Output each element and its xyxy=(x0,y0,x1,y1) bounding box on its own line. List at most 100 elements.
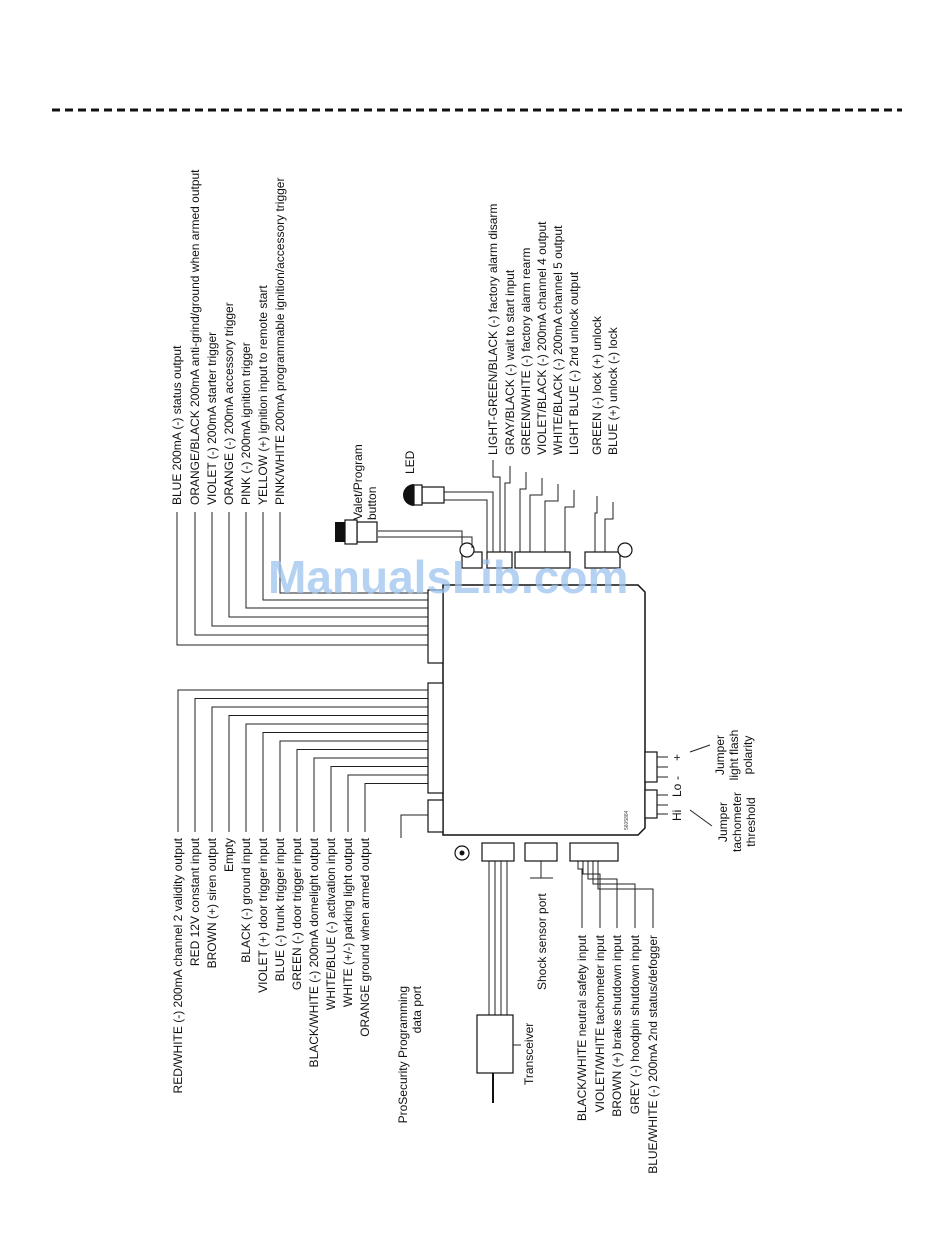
left-wire xyxy=(279,740,428,832)
top-left-wire-label: VIOLET (-) 200mA starter trigger xyxy=(205,332,219,505)
bottom-right-wire xyxy=(577,861,583,928)
left-wire xyxy=(347,774,428,832)
left-wire-label: RED/WHITE (-) 200mA channel 2 validity o… xyxy=(171,837,185,1093)
module-code: 5605884 xyxy=(624,810,630,830)
shock-sensor-label: Shock sensor port xyxy=(535,893,549,990)
top-right-wire xyxy=(604,502,614,552)
top-left-wire-label: ORANGE/BLACK 200mA anti-grind/ground whe… xyxy=(188,169,202,505)
top-connector-4 xyxy=(584,551,621,569)
mounting-hole xyxy=(459,850,465,856)
top-right-wire xyxy=(529,478,543,552)
top-left-wire xyxy=(262,512,428,601)
left-wire-label: VIOLET (+) door trigger input xyxy=(256,837,270,993)
transceiver-label: Transceiver xyxy=(522,1023,536,1085)
left-wire xyxy=(228,715,428,832)
valet-button-collar xyxy=(344,519,358,545)
left-wire xyxy=(330,766,428,832)
top-right-wire-label: LIGHT BLUE (-) 2nd unlock output xyxy=(567,271,581,455)
bottom-right-wire-label: VIOLET/WHITE tachometer input xyxy=(593,934,607,1112)
top-connector-2 xyxy=(486,551,513,569)
mounting-tab-top-right xyxy=(617,542,633,558)
bottom-right-wire-label: BLUE/WHITE (-) 200mA 2nd status/defogger xyxy=(646,935,660,1174)
left-wire-label: ORANGE ground when armed output xyxy=(358,837,372,1036)
bottom-right-connector xyxy=(569,842,619,862)
top-right-wire xyxy=(492,460,501,552)
led-housing xyxy=(421,486,445,504)
data-port-connector xyxy=(427,799,444,833)
top-right-wire-label: LIGHT-GREEN/BLACK (-) factory alarm disa… xyxy=(486,204,500,455)
prosecurity-label-line: ProSecurity Programming xyxy=(396,986,410,1123)
top-left-wire xyxy=(245,512,428,609)
bottom-right-wire-label: BROWN (+) brake shutdown input xyxy=(610,934,624,1116)
top-left-wire xyxy=(211,512,428,627)
left-wire-label: RED 12V constant input xyxy=(188,837,202,966)
top-right-wire xyxy=(544,484,559,552)
left-wire xyxy=(296,749,428,832)
left-wire-group: RED/WHITE (-) 200mA channel 2 validity o… xyxy=(171,689,428,1093)
top-right-wire-label: WHITE/BLACK (-) 200mA channel 5 output xyxy=(551,225,565,455)
left-wire xyxy=(245,723,428,832)
valet-button-body xyxy=(356,521,378,543)
top-right-wire-label: GREEN (-) lock (+) unlock xyxy=(590,315,604,455)
led-icon xyxy=(403,484,414,506)
top-right-wire xyxy=(504,466,511,552)
left-connector-middle xyxy=(427,682,444,794)
led-bezel xyxy=(413,484,423,506)
left-wire-label: BLACK/WHITE (-) 200mA domelight output xyxy=(307,837,321,1067)
top-right-wire-label: GRAY/BLACK (-) wait to start input xyxy=(503,269,517,455)
jumper-minus-mark: - xyxy=(670,776,684,780)
jumper-tach-label-line: threshold xyxy=(744,797,758,846)
top-left-wire xyxy=(176,512,428,646)
left-wire-label: BROWN (+) siren output xyxy=(205,837,219,968)
transceiver-box xyxy=(476,1014,514,1074)
left-wire-label: BLACK (-) ground input xyxy=(239,837,253,962)
top-left-wire-label: PINK/WHITE 200mA programmable ignition/a… xyxy=(273,178,287,505)
top-right-wire-label: VIOLET/BLACK (-) 200mA channel 4 output xyxy=(535,221,549,455)
top-left-wire xyxy=(194,512,428,636)
top-right-wire xyxy=(594,496,598,552)
left-wire xyxy=(262,732,428,832)
top-left-wire xyxy=(228,512,428,618)
bottom-right-wire-group: BLACK/WHITE neutral safety input VIOLET/W… xyxy=(575,861,660,1174)
left-wire-label: WHITE (+/-) parking light output xyxy=(341,837,355,1007)
transceiver-connector xyxy=(481,842,515,862)
bottom-right-wire xyxy=(587,861,618,928)
left-connector-upper xyxy=(427,589,444,664)
jumper-light-label-line: light flash xyxy=(727,730,741,781)
top-left-wire-label: PINK (-) 200mA ignition trigger xyxy=(239,342,253,505)
left-wire xyxy=(177,689,428,832)
left-wire xyxy=(313,757,428,832)
top-left-wire xyxy=(279,512,428,594)
bottom-right-wire-label: BLACK/WHITE neutral safety input xyxy=(575,934,589,1121)
top-right-wire-label: GREEN/WHITE (-) factory alarm rearm xyxy=(519,248,533,455)
shock-sensor-connector xyxy=(524,842,558,862)
jumper-light-label-line: polarity xyxy=(741,736,755,775)
bottom-right-wire-label: GREY (-) hoodpin shutdown input xyxy=(628,934,642,1114)
jumper-plus-mark: + xyxy=(670,754,684,761)
prosecurity-label-line: data port xyxy=(410,985,424,1033)
jumper-lo-mark: Lo xyxy=(670,783,684,797)
watermark: ManualsLib.com xyxy=(268,551,628,603)
left-wire xyxy=(211,706,428,832)
valet-label-line: button xyxy=(365,487,379,520)
left-wire xyxy=(194,698,428,832)
light-flash-jumper xyxy=(644,751,658,783)
left-wire-label: BLUE (-) trunk trigger input xyxy=(273,837,287,981)
valet-label-line: Valet/Program xyxy=(351,444,365,520)
mounting-tab-top-left xyxy=(459,542,475,558)
jumper-light-label-line: Jumper xyxy=(713,735,727,775)
top-right-wire-group: LIGHT-GREEN/BLACK (-) factory alarm disa… xyxy=(486,204,620,552)
left-wire-label: WHITE/BLUE (-) activation input xyxy=(324,837,338,1010)
bottom-right-wire xyxy=(597,861,654,928)
top-left-wire-group: BLUE 200mA (-) status output ORANGE/BLACK… xyxy=(170,169,428,646)
top-left-wire-label: BLUE 200mA (-) status output xyxy=(170,345,184,505)
top-right-wire-label: BLUE (+) unlock (-) lock xyxy=(606,326,620,455)
jumper-tach-label-line: Jumper xyxy=(716,802,730,842)
jumper-hi-mark: Hi xyxy=(670,810,684,821)
left-wire-label: Empty xyxy=(222,838,236,872)
bottom-right-wire xyxy=(582,861,601,928)
